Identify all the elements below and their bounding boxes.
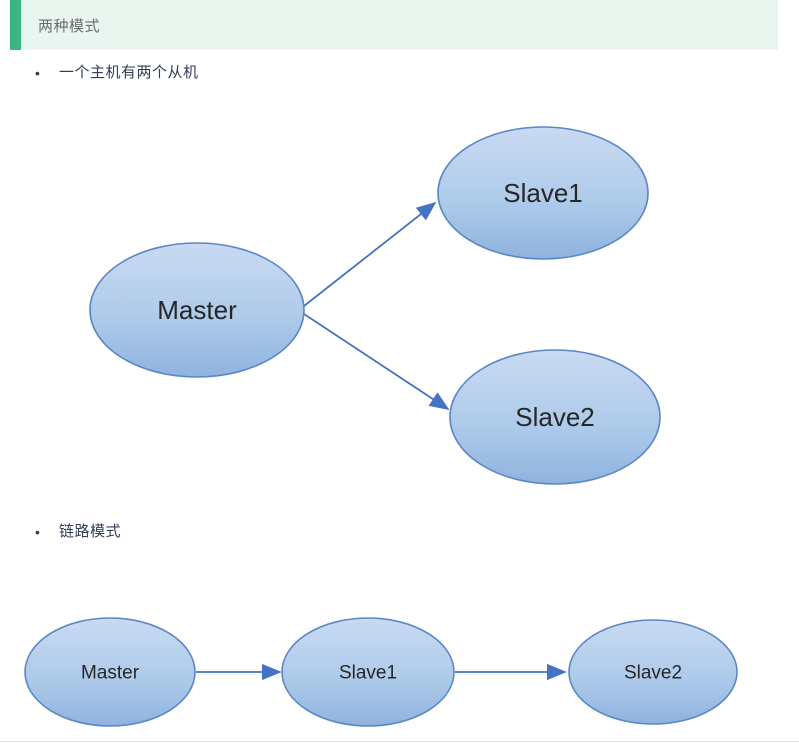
bullet-text: 链路模式: [59, 523, 122, 540]
node-slave1: [437, 126, 649, 260]
bullet-item-two-slaves: • 一个主机有两个从机: [30, 63, 199, 83]
node-slave2: [449, 349, 661, 485]
node-master: [24, 617, 196, 727]
diagram-chain-mode: Master Slave1 Slave2: [24, 617, 738, 727]
node-label-slave2: Slave2: [515, 402, 595, 432]
edge-master-to-slave1: [303, 201, 437, 307]
bullet-dot-icon: •: [35, 524, 40, 540]
node-label-master: Master: [81, 663, 140, 684]
bullet-item-chain-mode: • 链路模式: [30, 522, 121, 542]
edge-master-to-slave2: [303, 313, 450, 410]
section-title: 两种模式: [38, 17, 101, 35]
bullet-text: 一个主机有两个从机: [59, 64, 199, 81]
node-slave1: [281, 617, 455, 727]
node-label-slave1: Slave1: [503, 178, 583, 208]
node-label-slave2: Slave2: [624, 663, 682, 684]
bullet-dot-icon: •: [35, 65, 40, 81]
node-label-slave1: Slave1: [339, 663, 397, 684]
page-bottom-divider: [0, 741, 799, 742]
node-master: [89, 242, 305, 378]
section-header: 两种模式: [10, 0, 778, 50]
node-label-master: Master: [157, 295, 237, 325]
node-slave2: [568, 619, 738, 725]
